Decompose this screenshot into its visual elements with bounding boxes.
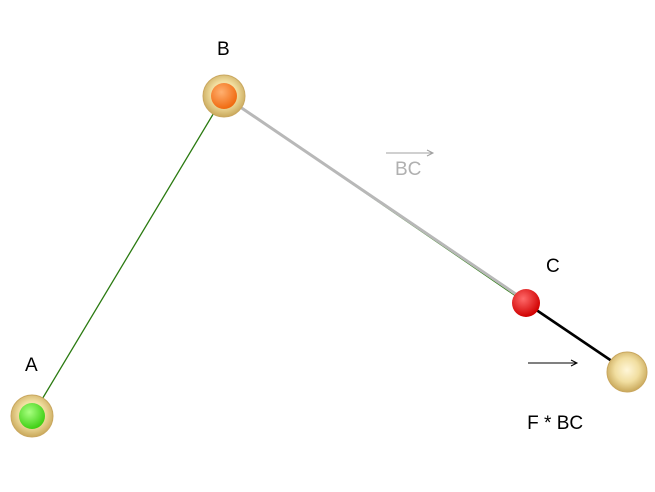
point-f-bc-endpoint[interactable] <box>606 351 648 393</box>
segment-ab <box>31 95 225 417</box>
vector-f-bc-label: F * BC <box>506 359 583 457</box>
vector-bc-label: BC <box>386 149 435 181</box>
point-b-label: B <box>217 39 230 60</box>
vector-bc-arrow <box>223 94 526 301</box>
point-a[interactable] <box>19 403 45 429</box>
vector-bc-label-text: BC <box>395 159 422 180</box>
point-c-label: C <box>546 256 560 277</box>
point-b[interactable] <box>211 83 237 109</box>
vector-bc-label-arrow <box>386 149 435 157</box>
point-a-label: A <box>25 355 38 376</box>
vector-f-bc-label-vec: BC <box>556 413 584 434</box>
point-c[interactable] <box>512 289 540 317</box>
vector-f-bc-label-arrow <box>528 359 579 367</box>
vector-f-bc-label-prefix: F * <box>527 413 557 434</box>
